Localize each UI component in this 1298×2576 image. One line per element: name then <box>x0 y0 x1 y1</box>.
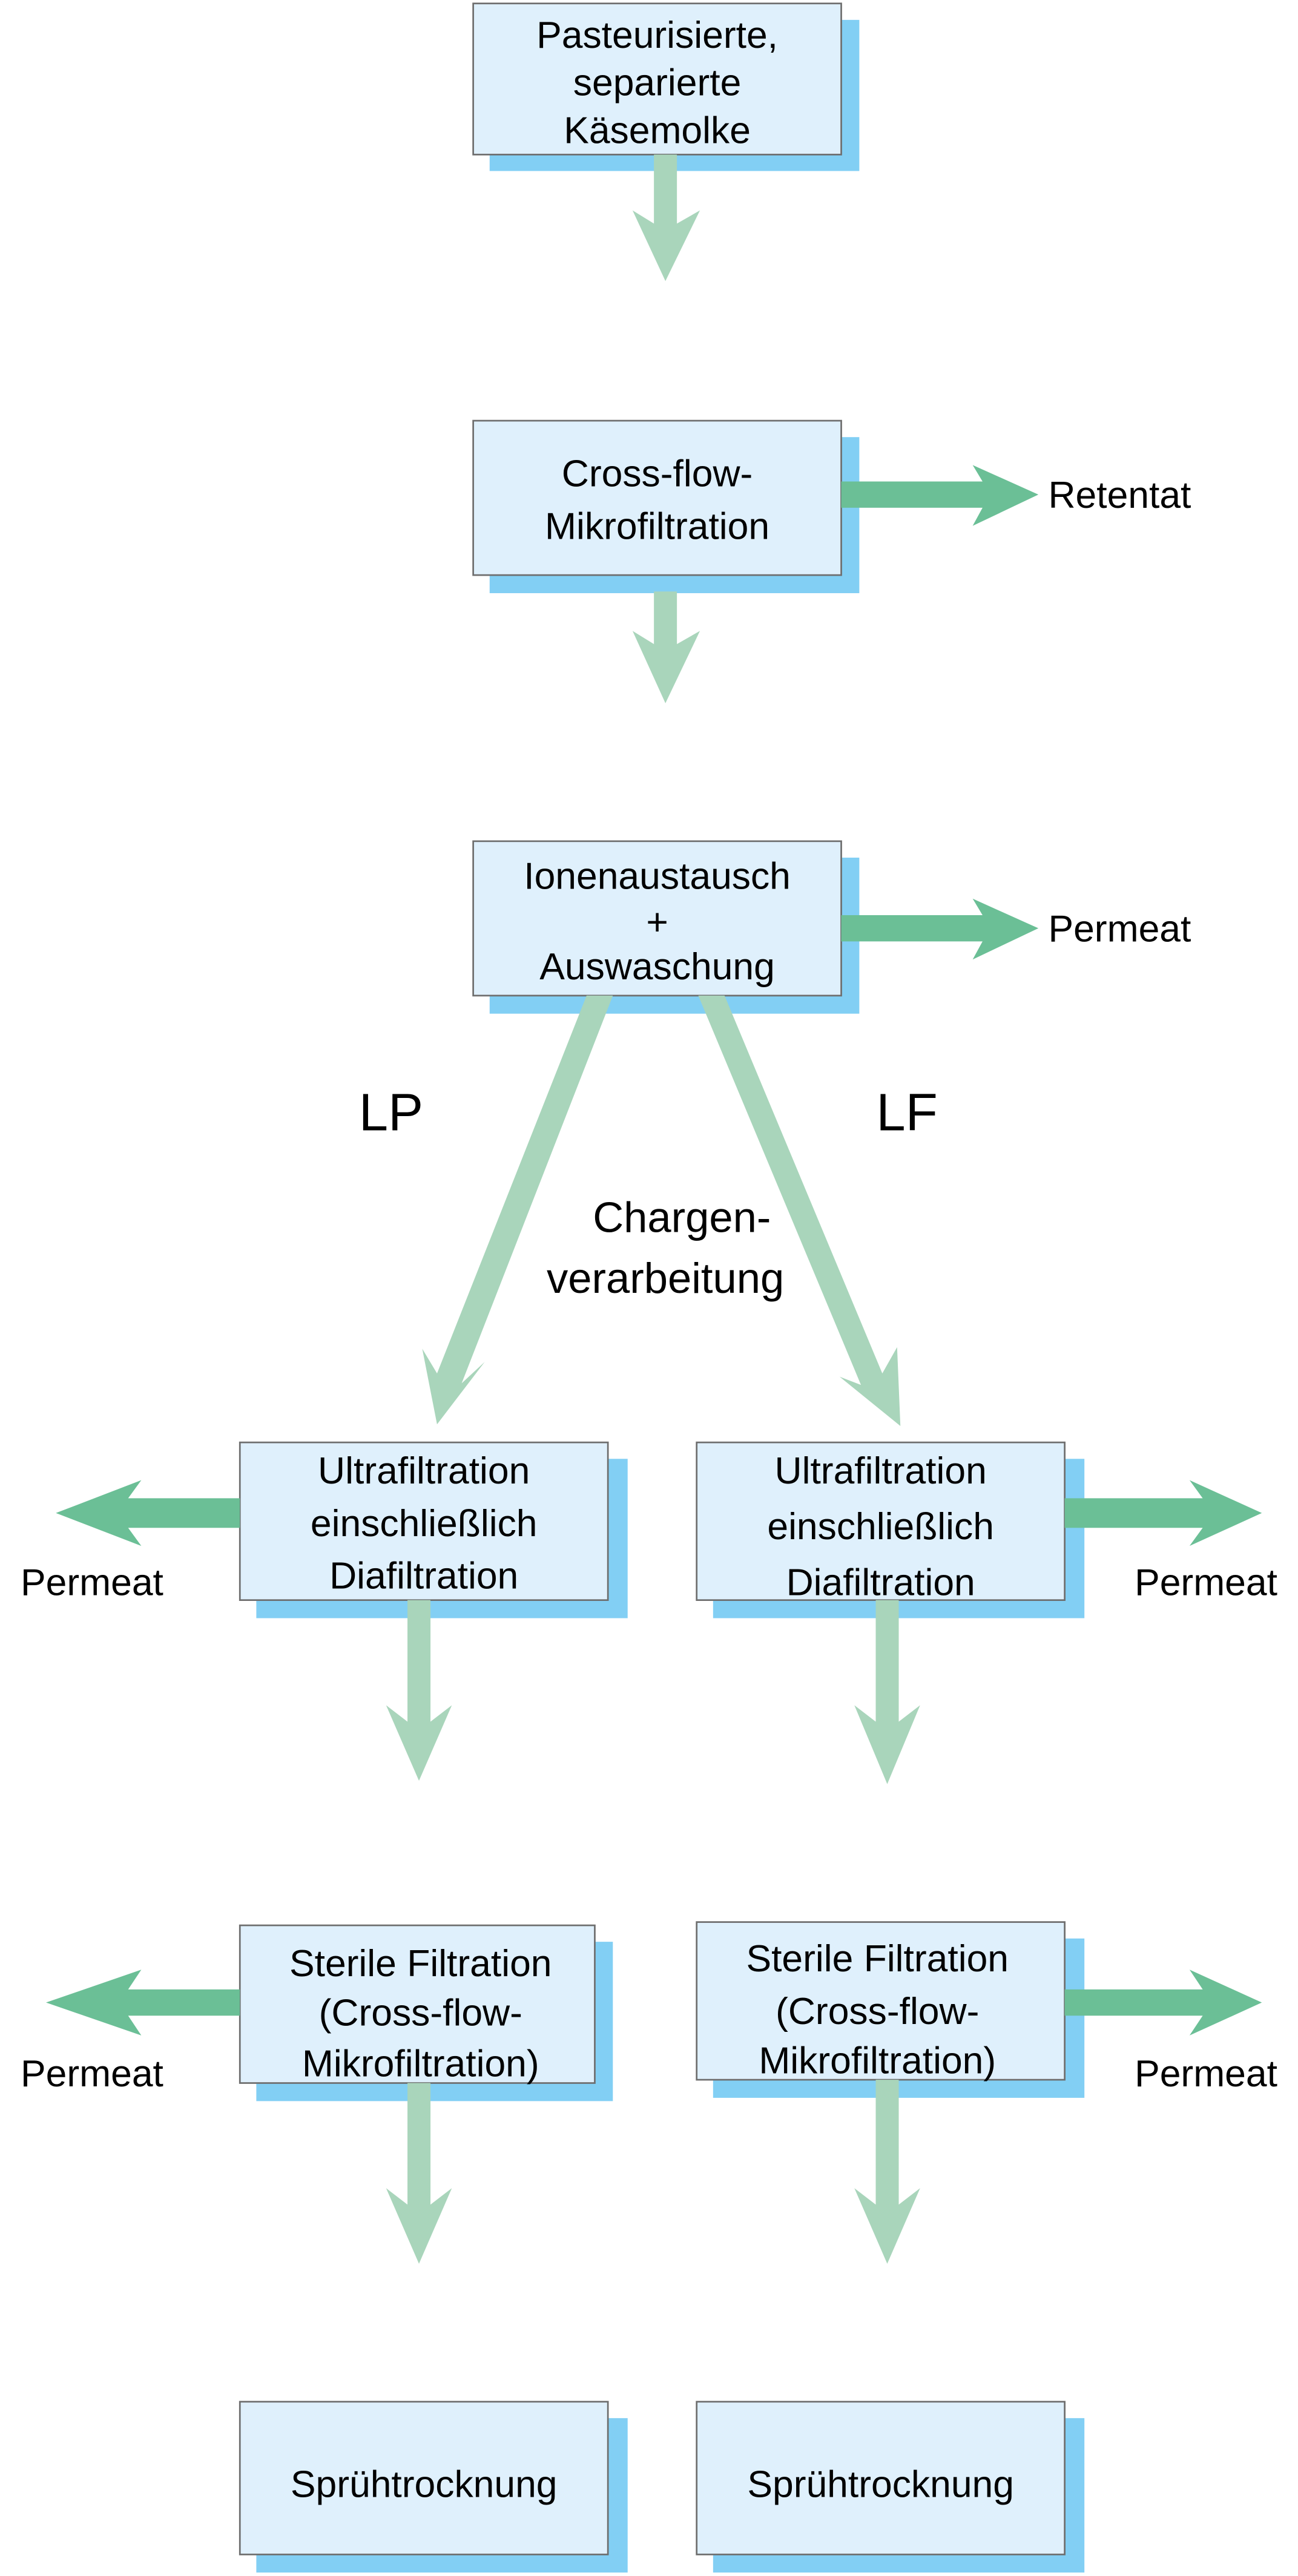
step-whey: Pasteurisierte, separierte Käsemolke <box>472 2 860 171</box>
step-text: (Cross-flow- <box>319 1992 522 2034</box>
step-text: Ultrafiltration <box>775 1450 987 1492</box>
step-text: separierte <box>573 62 742 104</box>
arrow-diagonal-left <box>422 995 613 1425</box>
step-text: Cross-flow- <box>562 453 753 495</box>
arrow-left-permeat <box>45 1970 240 2036</box>
arrow-down <box>632 154 700 281</box>
batch-label: Chargen- <box>593 1194 771 1241</box>
step-sterile-filtration-left: Sterile Filtration (Cross-flow- Mikrofil… <box>239 1924 613 2101</box>
arrow-right-retentat <box>841 465 1039 526</box>
step-text: Pasteurisierte, <box>536 14 778 56</box>
step-ultrafiltration-left: Ultrafiltration einschließlich Diafiltra… <box>239 1441 628 1618</box>
step-spray-drying-right: Sprühtrocknung <box>696 2400 1085 2573</box>
step-text: Mikrofiltration) <box>759 2039 996 2082</box>
output-permeat: Permeat <box>1135 1562 1277 1604</box>
step-text: Käsemolke <box>564 109 751 151</box>
arrow-down <box>854 1600 920 1784</box>
arrow-left-permeat <box>56 1480 240 1546</box>
step-text: Ionenaustausch <box>524 855 791 898</box>
output-permeat: Permeat <box>21 2052 163 2095</box>
step-text: Mikrofiltration) <box>302 2043 539 2085</box>
arrow-down <box>386 2083 452 2264</box>
step-text: Ultrafiltration <box>318 1450 530 1492</box>
step-text: Mikrofiltration <box>545 505 769 547</box>
step-text: Sterile Filtration <box>289 1942 552 1985</box>
arrow-diagonal-right <box>698 995 901 1426</box>
arrow-right-permeat <box>841 898 1039 960</box>
branch-label-lf: LF <box>876 1083 937 1142</box>
step-text: Diafiltration <box>329 1555 518 1597</box>
arrow-down <box>632 591 700 703</box>
step-ion-exchange: Ionenaustausch + Auswaschung <box>472 840 860 1014</box>
step-text: Auswaschung <box>539 945 775 988</box>
step-text: Sprühtrocknung <box>747 2463 1014 2505</box>
arrow-right-permeat <box>1064 1480 1262 1546</box>
branch-label-lp: LP <box>359 1083 423 1142</box>
step-text: Diafiltration <box>786 1562 975 1604</box>
step-text: einschließlich <box>311 1502 538 1545</box>
step-text: + <box>646 901 668 944</box>
arrow-down <box>854 2080 920 2264</box>
output-permeat: Permeat <box>1135 2052 1277 2095</box>
step-sterile-filtration-right: Sterile Filtration (Cross-flow- Mikrofil… <box>696 1921 1085 2098</box>
step-microfiltration: Cross-flow- Mikrofiltration <box>472 419 860 594</box>
output-retentat: Retentat <box>1048 474 1191 516</box>
step-text: Sprühtrocknung <box>291 2463 558 2505</box>
output-permeat: Permeat <box>1048 907 1191 950</box>
step-ultrafiltration-right: Ultrafiltration einschließlich Diafiltra… <box>696 1441 1085 1618</box>
step-text: (Cross-flow- <box>776 1990 979 2032</box>
arrow-right-permeat <box>1064 1970 1262 2036</box>
step-text: einschließlich <box>767 1505 994 1548</box>
arrow-down <box>386 1600 452 1781</box>
output-permeat: Permeat <box>21 1562 163 1604</box>
batch-label: verarbeitung <box>547 1254 784 1302</box>
step-text: Sterile Filtration <box>746 1937 1009 1980</box>
step-spray-drying-left: Sprühtrocknung <box>239 2400 628 2573</box>
